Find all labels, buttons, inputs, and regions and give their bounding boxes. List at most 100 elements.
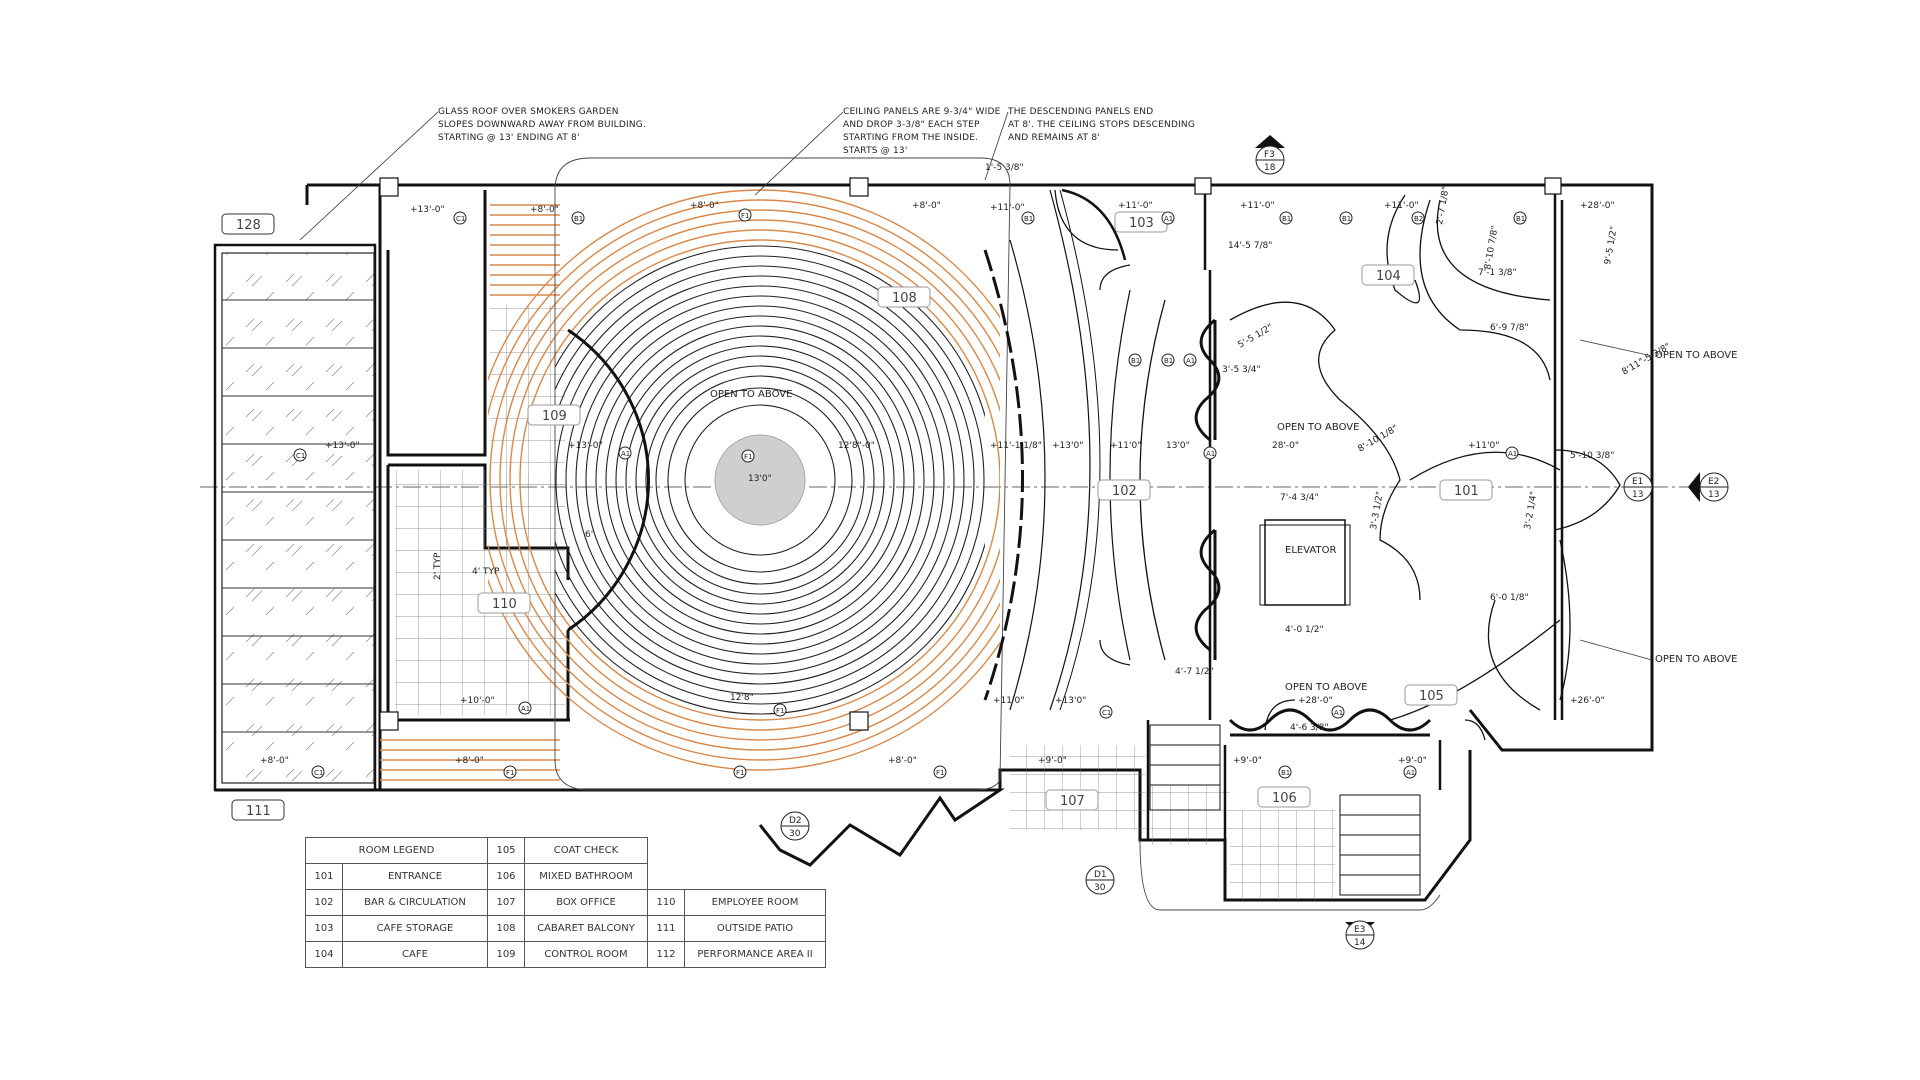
legend-cell: 108 — [487, 915, 525, 942]
section-marker-e2: E2 13 — [1688, 472, 1729, 502]
svg-text:13: 13 — [1708, 490, 1719, 500]
light-fixture-icon: B1 — [1021, 211, 1035, 225]
door-swings — [1054, 189, 1486, 741]
svg-text:2'-7 1/8": 2'-7 1/8" — [1435, 186, 1452, 226]
legend-cell: 102 — [305, 889, 343, 916]
room-tag-107: 107 — [1060, 794, 1085, 809]
legend-cell: 107 — [487, 889, 525, 916]
room-tag-102: 102 — [1112, 484, 1137, 499]
section-marker-d1: D1 30 — [1085, 865, 1115, 895]
height-callout: +8'-0" — [912, 201, 941, 211]
room-tag-108: 108 — [892, 291, 917, 306]
svg-text:4'-6 3/8": 4'-6 3/8" — [1290, 723, 1329, 733]
legend-cell: BAR & CIRCULATION — [342, 889, 488, 916]
light-fixture-icon: B1 — [1128, 353, 1142, 367]
svg-text:B1: B1 — [1131, 357, 1140, 365]
height-callout: +13'0" — [1052, 441, 1083, 451]
legend-cell: COAT CHECK — [524, 837, 648, 864]
svg-text:3'-3 1/2": 3'-3 1/2" — [1369, 491, 1386, 531]
svg-text:A1: A1 — [1334, 709, 1343, 717]
svg-text:E2: E2 — [1708, 477, 1719, 487]
light-fixture-icon: C1 — [311, 765, 325, 779]
light-fixture-icon: A1 — [1203, 446, 1217, 460]
svg-text:F1: F1 — [741, 212, 749, 220]
legend-title: ROOM LEGEND — [305, 837, 488, 864]
height-callout: +9'-0" — [1398, 756, 1427, 766]
light-fixture-icon: F1 — [741, 449, 755, 463]
height-callout: +13'-0" — [325, 441, 360, 451]
svg-text:30: 30 — [789, 829, 801, 839]
svg-text:F1: F1 — [744, 453, 752, 461]
light-fixture-icon: B1 — [1278, 765, 1292, 779]
light-fixture-icon: A1 — [1183, 353, 1197, 367]
height-callout: +11'0" — [1468, 441, 1499, 451]
legend-cell: ENTRANCE — [342, 863, 488, 890]
height-callout: +13'-0" — [568, 441, 603, 451]
height-callout: +8'-0" — [888, 756, 917, 766]
light-fixture-icon: B2 — [1411, 211, 1425, 225]
svg-text:B2: B2 — [1414, 215, 1423, 223]
note-descending-panels: THE DESCENDING PANELS END AT 8'. THE CEI… — [1008, 107, 1196, 143]
svg-text:4'-7 1/2": 4'-7 1/2" — [1175, 667, 1214, 677]
interior-walls-right — [1061, 185, 1564, 900]
section-marker-e3: E3 14 — [1345, 920, 1375, 950]
light-fixture-icon: B1 — [1279, 211, 1293, 225]
room-legend: ROOM LEGEND 105 COAT CHECK 101 ENTRANCE … — [305, 837, 826, 968]
light-fixture-icon: C1 — [453, 211, 467, 225]
svg-text:A1: A1 — [1406, 769, 1415, 777]
orange-stair-lines — [380, 204, 560, 781]
lobby-curves — [1229, 194, 1621, 721]
light-fixture-icon: C1 — [293, 448, 307, 462]
svg-text:A1: A1 — [1164, 215, 1173, 223]
room-tags: 128 111 109 110 108 104 101 102 103 105 … — [221, 211, 1493, 821]
legend-cell: EMPLOYEE ROOM — [684, 889, 826, 916]
svg-text:C1: C1 — [1102, 709, 1111, 717]
dashed-balcony-outline — [554, 157, 1011, 791]
legend-cell: 104 — [305, 941, 343, 968]
legend-cell: MIXED BATHROOM — [524, 863, 648, 890]
svg-text:B1: B1 — [574, 215, 583, 223]
note-glass-roof: GLASS ROOF OVER SMOKERS GARDEN SLOPES DO… — [438, 107, 647, 143]
svg-text:A1: A1 — [521, 705, 530, 713]
tile-area-110 — [395, 470, 565, 715]
legend-cell: 106 — [487, 863, 525, 890]
legend-blank — [648, 864, 826, 890]
light-fixture-icon: A1 — [1331, 705, 1345, 719]
svg-text:D2: D2 — [789, 816, 802, 826]
light-fixture-icon: A1 — [618, 446, 632, 460]
legend-cell: PERFORMANCE AREA II — [684, 941, 826, 968]
legend-cell: CABARET BALCONY — [524, 915, 648, 942]
note-leaders — [299, 111, 1009, 241]
svg-text:E3: E3 — [1354, 925, 1365, 935]
svg-text:14'-5 7/8": 14'-5 7/8" — [1228, 241, 1272, 251]
section-marker-d2: D2 30 — [780, 811, 810, 841]
light-fixture-icon: F1 — [738, 208, 752, 222]
svg-text:9'-5 1/2": 9'-5 1/2" — [1603, 226, 1620, 266]
height-callouts: +13'-0" +8'-0" +8'-0" +8'-0" +11'-0" +11… — [260, 201, 1615, 766]
svg-text:3'-5 3/4": 3'-5 3/4" — [1222, 365, 1261, 375]
legend-cell: 112 — [647, 941, 685, 968]
legend-blank — [648, 838, 826, 864]
tile-area-106 — [1230, 810, 1335, 900]
svg-text:C1: C1 — [296, 452, 305, 460]
svg-text:F1: F1 — [506, 769, 514, 777]
open-to-above-lower: OPEN TO ABOVE — [1285, 682, 1367, 693]
legend-cell: 109 — [487, 941, 525, 968]
balcony-front-walls — [983, 189, 1166, 711]
legend-cell: 105 — [487, 837, 525, 864]
legend-cell: OUTSIDE PATIO — [684, 915, 826, 942]
light-fixture-icon: A1 — [518, 701, 532, 715]
svg-text:B1: B1 — [1516, 215, 1525, 223]
height-callout: +8'-0" — [455, 756, 484, 766]
svg-text:A1: A1 — [1206, 450, 1215, 458]
open-to-above-right-bottom: OPEN TO ABOVE — [1655, 654, 1737, 665]
elevator: ELEVATOR — [1259, 519, 1351, 606]
legend-cell: CONTROL ROOM — [524, 941, 648, 968]
svg-text:A1: A1 — [1186, 357, 1195, 365]
light-fixture-icon: A1 — [1505, 446, 1519, 460]
height-callout: 13'0" — [1166, 441, 1190, 451]
fixture-symbols: C1 B1 B1 F1 B1 A1 B1 B2 B1 B1 A1 A1 F1 C… — [293, 208, 1527, 779]
room-tag-110: 110 — [492, 597, 517, 612]
svg-text:F1: F1 — [736, 769, 744, 777]
